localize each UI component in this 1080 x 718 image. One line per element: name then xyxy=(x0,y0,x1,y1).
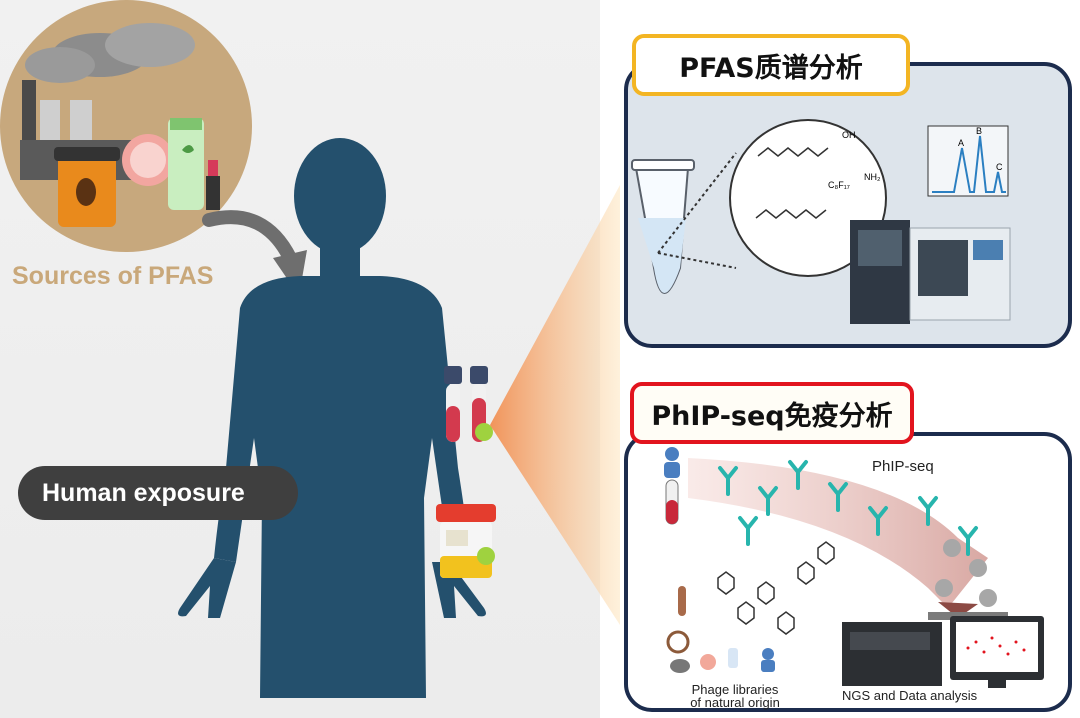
blood-sample-tubes xyxy=(444,366,493,442)
ms-panel-illustration: C₈F₁₇ NH₂ OH A B C xyxy=(631,119,1011,324)
pfas-sources-illustration xyxy=(0,0,252,252)
peak-a-label: A xyxy=(958,138,964,148)
phage-label-line2: of natural origin xyxy=(690,695,780,710)
phage-label-line1: Phage libraries xyxy=(691,682,779,697)
urine-sample-cup xyxy=(436,504,496,578)
sources-of-pfas-label: Sources of PFAS xyxy=(12,262,214,290)
pfas-ms-title: PFAS质谱分析 xyxy=(632,34,910,96)
zoom-cone xyxy=(490,185,620,625)
ngs-data-analysis-label: NGS and Data analysis xyxy=(842,688,978,703)
phage-libraries-label: Phage libraries of natural origin xyxy=(670,683,800,709)
human-exposure-pill xyxy=(18,466,298,520)
human-body-silhouette xyxy=(178,138,486,698)
peak-b-label: B xyxy=(976,126,982,136)
oh-label: OH xyxy=(842,130,856,140)
peak-c-label: C xyxy=(996,162,1003,172)
formula-label: C₈F₁₇ xyxy=(828,180,850,190)
nh2-label: NH₂ xyxy=(864,172,881,182)
phip-seq-illustration xyxy=(664,447,1044,688)
phip-seq-title: PhIP-seq免疫分析 xyxy=(630,382,914,444)
phip-seq-tag: PhIP-seq xyxy=(872,458,934,475)
human-exposure-label: Human exposure xyxy=(42,479,245,507)
